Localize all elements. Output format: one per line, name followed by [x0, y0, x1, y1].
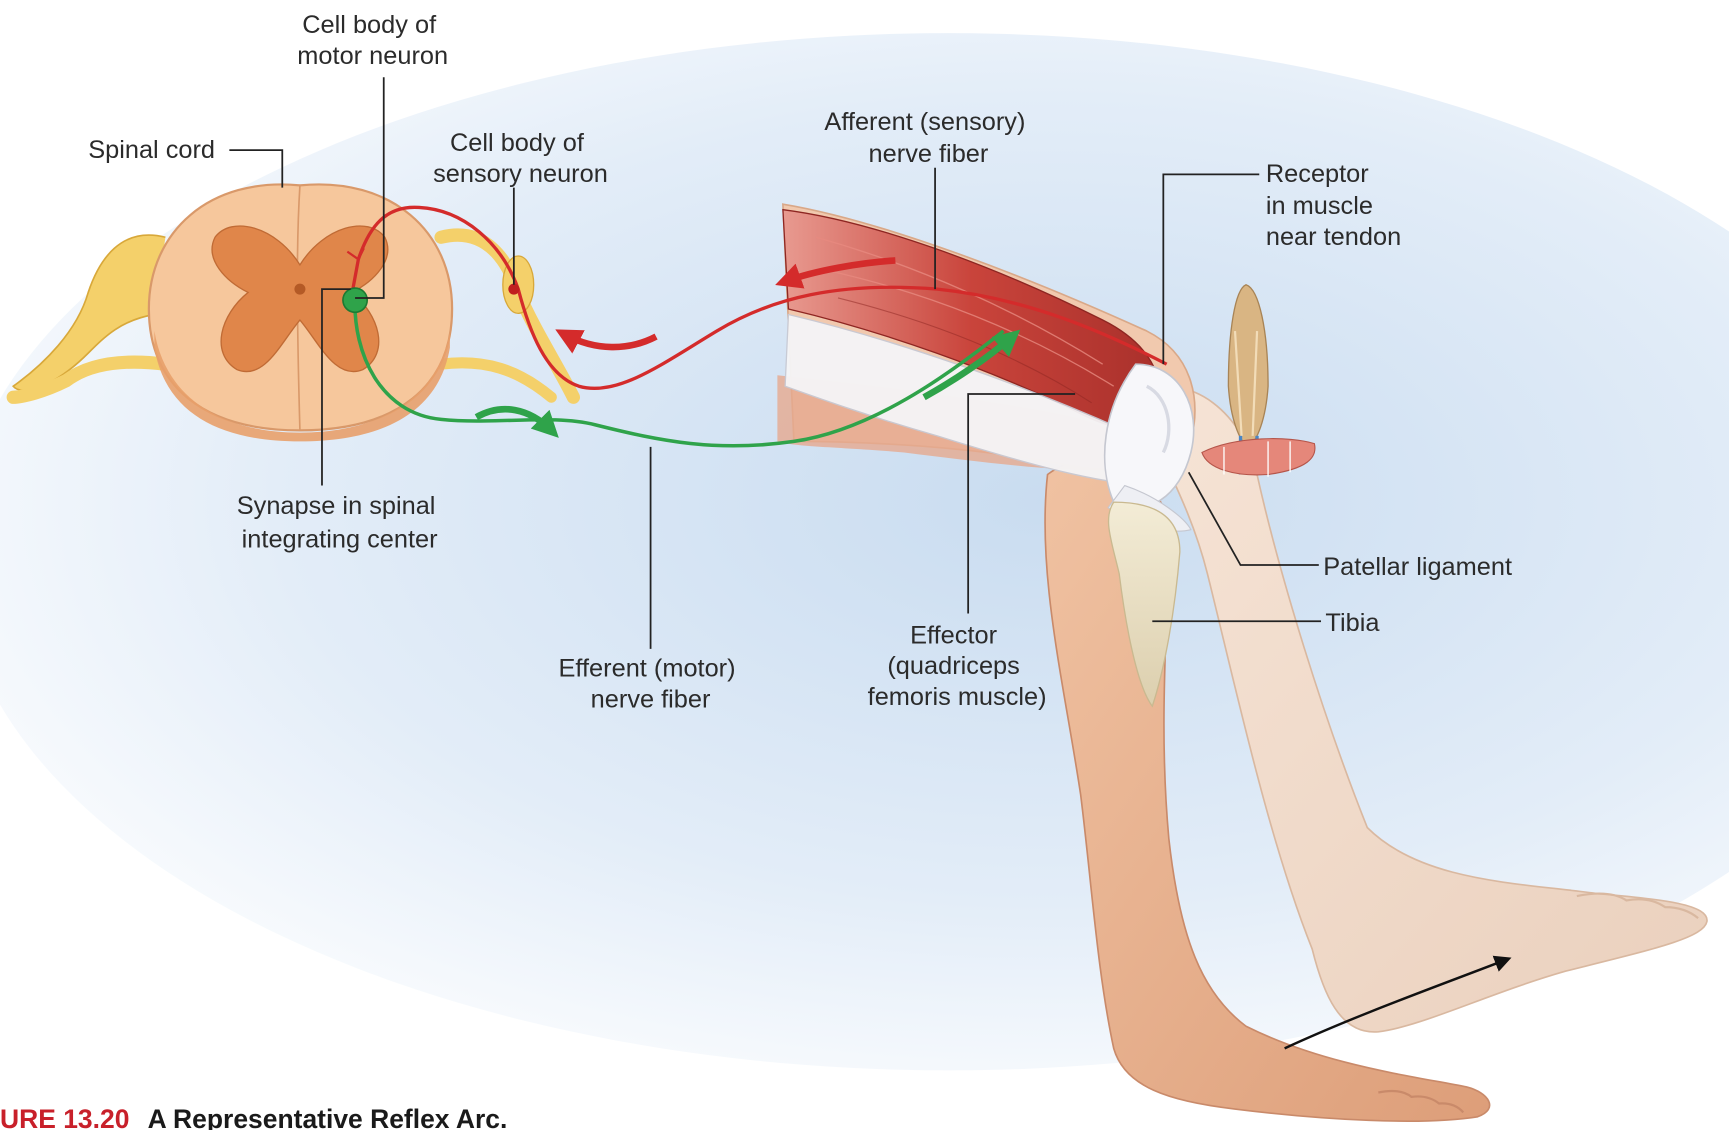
label-effector-line-1: Effector: [910, 621, 997, 649]
figure-caption-title: A Representative Reflex Arc.: [148, 1104, 508, 1130]
label-afferent-line-2: nerve fiber: [869, 140, 989, 168]
label-spinal-cord: Spinal cord: [88, 136, 215, 164]
label-patellar-ligament: Patellar ligament: [1323, 553, 1512, 581]
label-cell-body-sensory-line-1: Cell body of: [450, 129, 585, 157]
label-receptor-line-1: Receptor: [1266, 160, 1369, 188]
label-cell-body-motor: Cell body of motor neuron: [297, 11, 448, 70]
sensory-cell-body: [508, 284, 519, 295]
label-receptor-line-3: near tendon: [1266, 223, 1401, 251]
motor-cell-body: [343, 288, 367, 312]
label-afferent-line-1: Afferent (sensory): [824, 108, 1025, 136]
label-cell-body-motor-line-1: Cell body of: [302, 11, 437, 39]
figure-caption-number: URE 13.20: [0, 1104, 129, 1130]
label-cell-body-sensory-line-2: sensory neuron: [433, 160, 608, 188]
label-receptor-line-2: in muscle: [1266, 192, 1373, 220]
label-cell-body-motor-line-2: motor neuron: [297, 42, 448, 70]
label-tibia: Tibia: [1325, 609, 1380, 637]
label-effector-line-3: femoris muscle): [868, 683, 1047, 711]
label-synapse-line-1: Synapse in spinal: [237, 492, 436, 520]
label-effector-line-2: (quadriceps: [887, 652, 1019, 680]
label-efferent-line-1: Efferent (motor): [559, 654, 736, 682]
label-synapse-line-2: integrating center: [242, 525, 438, 553]
label-efferent-line-2: nerve fiber: [591, 685, 711, 713]
figure-caption: URE 13.20 A Representative Reflex Arc.: [0, 1104, 507, 1130]
